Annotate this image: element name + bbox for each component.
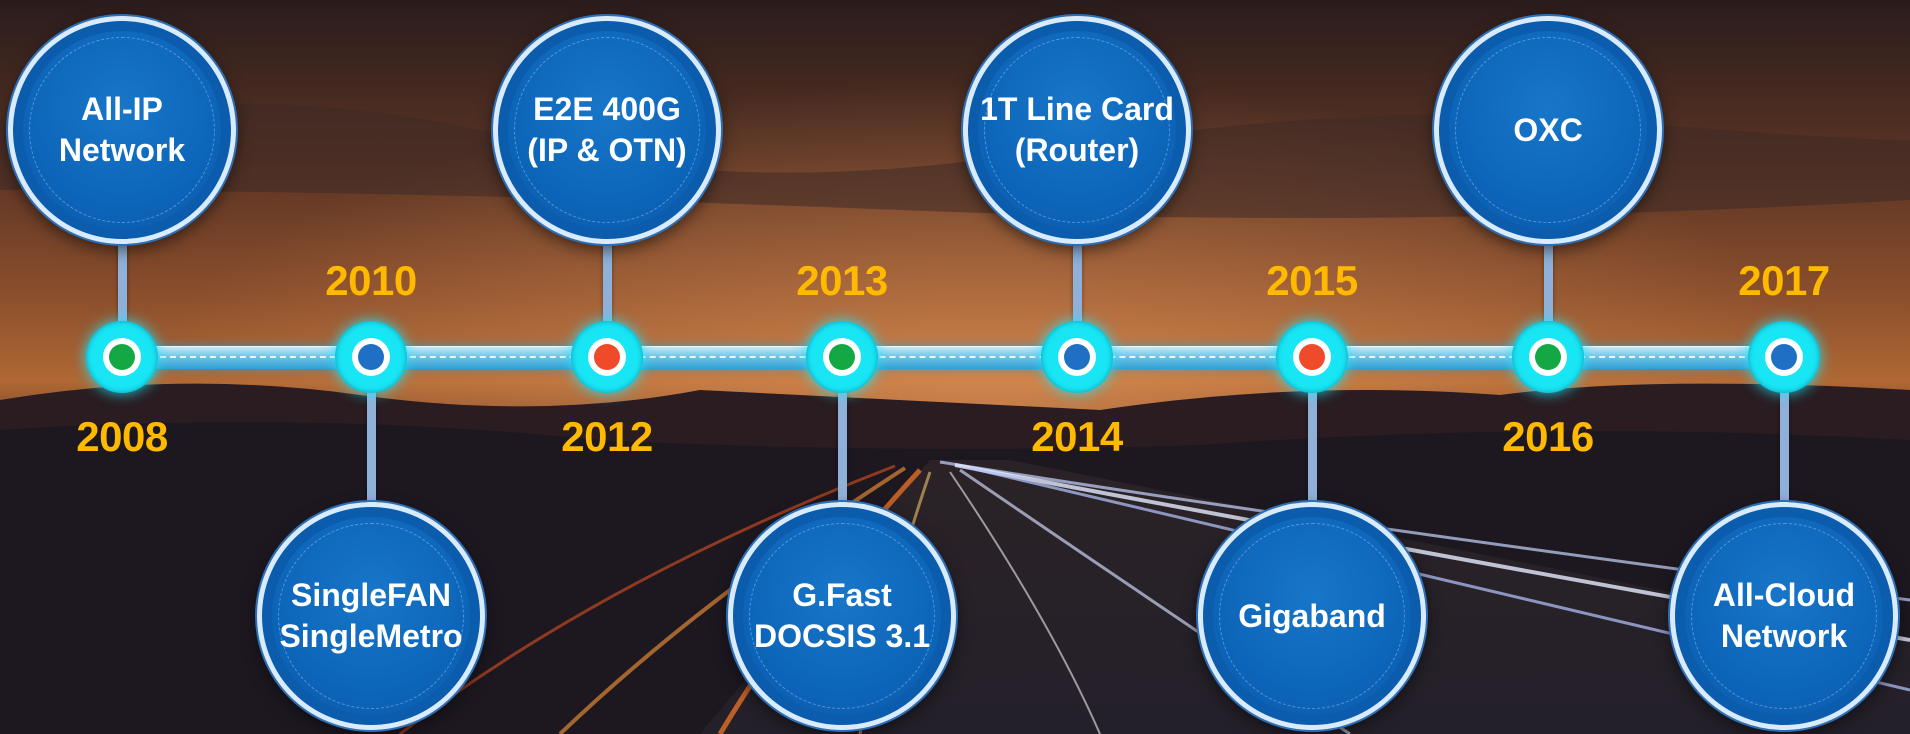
milestone-year: 2017: [1738, 257, 1830, 304]
milestone-node: [1041, 321, 1113, 393]
milestone-year: 2013: [796, 257, 888, 304]
milestone-label: Gigaband: [1238, 597, 1386, 634]
milestone-dot: [594, 344, 620, 370]
milestone-year: 2015: [1266, 257, 1358, 304]
connector-stem: [118, 236, 127, 357]
milestone-bubble: OXC: [1434, 16, 1662, 244]
milestone-node: [1276, 321, 1348, 393]
connector-stem: [367, 357, 376, 510]
milestone-label: All-IP Network: [58, 91, 186, 168]
milestone-label: SingleFAN SingleMetro: [279, 577, 463, 654]
milestone-year: 2014: [1031, 413, 1123, 460]
milestone-bubble: E2E 400G (IP & OTN): [493, 16, 721, 244]
milestone-label: E2E 400G (IP & OTN): [527, 91, 687, 168]
milestone-year: 2012: [561, 413, 653, 460]
connector-stem: [1544, 236, 1553, 357]
connector-stem: [838, 357, 847, 510]
milestone-label: All-Cloud Network: [1712, 577, 1856, 654]
milestone-node: [335, 321, 407, 393]
connector-stem: [1308, 357, 1317, 510]
milestone-bubble: 1T Line Card (Router): [963, 16, 1191, 244]
milestone-label: 1T Line Card (Router): [980, 91, 1174, 168]
milestone-dot: [109, 344, 135, 370]
milestone-bubble: G.Fast DOCSIS 3.1: [728, 502, 956, 730]
milestone-year: 2010: [325, 257, 417, 304]
timeline-axis-dash: [120, 356, 1785, 358]
milestone-label: OXC: [1513, 111, 1583, 148]
milestone-dot: [1064, 344, 1090, 370]
milestone-dot: [1771, 344, 1797, 370]
milestone-bubble: All-IP Network: [8, 16, 236, 244]
milestone-dot: [829, 344, 855, 370]
milestone-label: G.Fast DOCSIS 3.1: [753, 577, 931, 654]
milestone-bubble: SingleFAN SingleMetro: [257, 502, 485, 730]
connector-stem: [1073, 236, 1082, 357]
milestone-node: [1512, 321, 1584, 393]
milestone-node: [571, 321, 643, 393]
milestone-bubble: All-Cloud Network: [1670, 502, 1898, 730]
milestone-node: [1748, 321, 1820, 393]
milestone-node: [86, 321, 158, 393]
milestone-node: [806, 321, 878, 393]
milestone-dot: [358, 344, 384, 370]
milestone-dot: [1299, 344, 1325, 370]
connector-stem: [1780, 357, 1789, 510]
connector-stem: [603, 236, 612, 357]
milestone-bubble: Gigaband: [1198, 502, 1426, 730]
milestone-year: 2016: [1502, 413, 1594, 460]
milestone-dot: [1535, 344, 1561, 370]
milestone-year: 2008: [76, 413, 168, 460]
